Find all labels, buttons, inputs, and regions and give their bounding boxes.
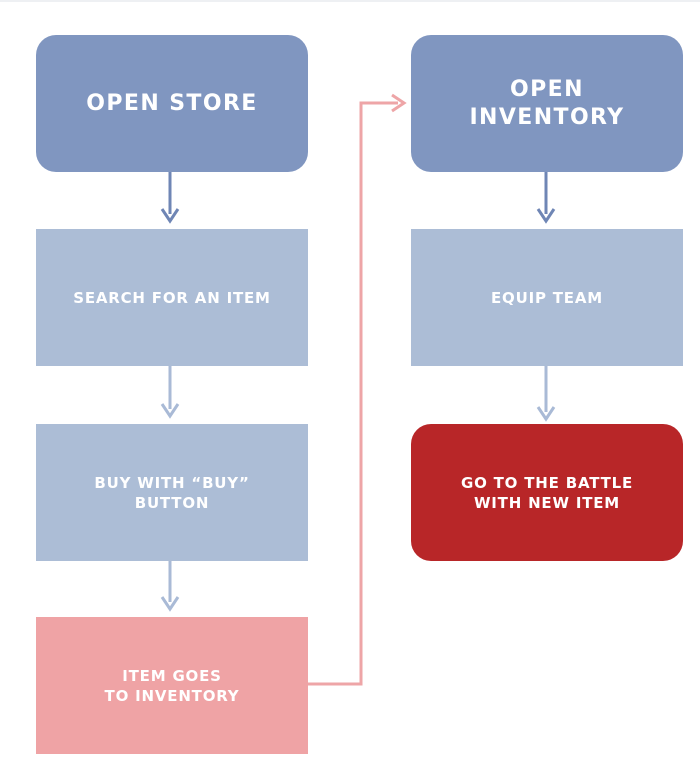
arrow-item-goes-to-open-inventory xyxy=(308,93,407,686)
arrow-open-inventory-to-equip xyxy=(536,172,556,224)
node-equip-team: EQUIP TEAM xyxy=(411,229,683,366)
node-equip-team-label: EQUIP TEAM xyxy=(491,288,603,307)
arrow-open-store-to-search xyxy=(160,172,180,224)
arrow-equip-to-battle xyxy=(536,366,556,422)
arrow-buy-to-item-goes xyxy=(160,561,180,612)
node-buy-button: BUY WITH “BUY” BUTTON xyxy=(36,424,308,561)
node-open-store: OPEN STORE xyxy=(36,35,308,172)
node-buy-button-label: BUY WITH “BUY” BUTTON xyxy=(94,473,250,512)
node-go-to-battle: GO TO THE BATTLE WITH NEW ITEM xyxy=(411,424,683,561)
node-item-to-inventory: ITEM GOES TO INVENTORY xyxy=(36,617,308,754)
node-go-to-battle-label: GO TO THE BATTLE WITH NEW ITEM xyxy=(460,473,634,512)
node-search-item-label: SEARCH FOR AN ITEM xyxy=(73,288,271,307)
node-search-item: SEARCH FOR AN ITEM xyxy=(36,229,308,366)
node-open-inventory-label: OPEN INVENTORY xyxy=(469,76,625,130)
top-divider xyxy=(0,0,700,2)
node-open-inventory: OPEN INVENTORY xyxy=(411,35,683,172)
node-item-to-inventory-label: ITEM GOES TO INVENTORY xyxy=(104,666,240,705)
node-open-store-label: OPEN STORE xyxy=(86,90,258,116)
arrow-search-to-buy xyxy=(160,366,180,419)
